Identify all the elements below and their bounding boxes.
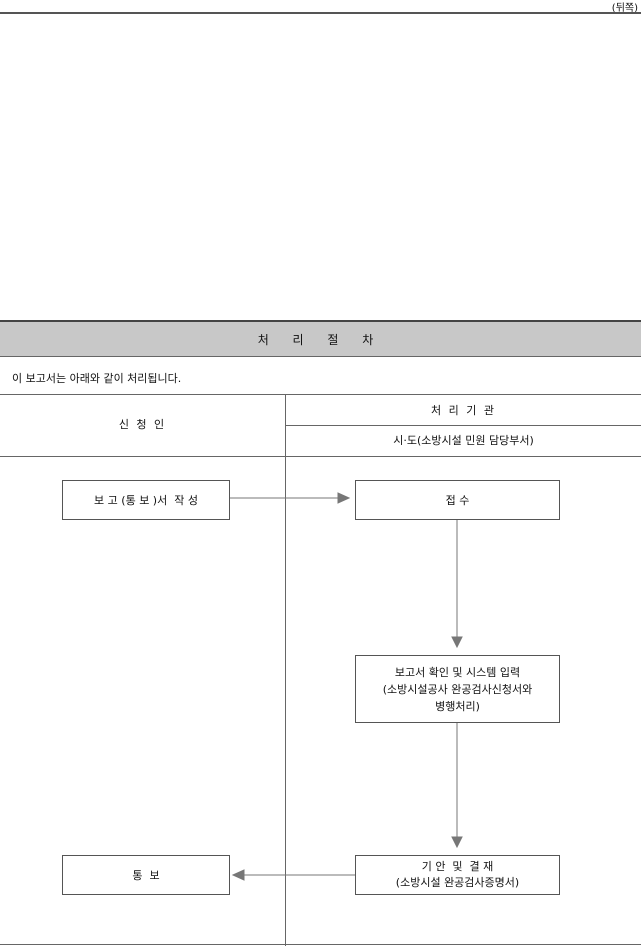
intro-text: 이 보고서는 아래와 같이 처리됩니다. [12,372,182,385]
table-top-line [0,394,641,395]
notify-box: 통 보 [62,855,230,895]
review-line-2: (소방시설공사 완공검사신청서와 [382,682,533,696]
write-report-label: 보 고 (통 보 )서 작 성 [94,493,198,507]
page-side-mark: (뒤쪽) [611,3,638,14]
top-rule [0,12,641,14]
approval-line-1: 기 안 및 결 재 [421,860,494,873]
write-report-box: 보 고 (통 보 )서 작 성 [62,480,230,520]
section-header: 처 리 절 차 [0,322,641,357]
section-title: 처 리 절 차 [257,332,384,347]
column-divider [285,394,286,946]
processor-column-header: 처 리 기 관 [431,404,496,417]
processor-split-line [285,425,641,426]
review-line-3: 병행처리) [435,699,480,713]
applicant-column-header: 신 청 인 [118,418,167,431]
approval-line-2: (소방시설 완공검사증명서) [395,876,520,889]
table-header-bottom-line [0,456,641,457]
processor-subheader: 시·도(소방시설 민원 담당부서) [393,434,534,447]
section-top-rule [0,320,641,322]
arrowhead-right-icon [337,492,351,504]
review-line-1: 보고서 확인 및 시스템 입력 [394,665,521,679]
notify-label: 통 보 [132,868,160,882]
review-box: 보고서 확인 및 시스템 입력 (소방시설공사 완공검사신청서와 병행처리) [355,655,560,723]
arrowhead-left-icon [231,869,245,881]
approval-box: 기 안 및 결 재 (소방시설 완공검사증명서) [355,855,560,895]
table-bottom-line [0,944,641,945]
receipt-label: 접 수 [445,493,470,507]
arrowhead-down-icon [451,836,463,849]
receipt-box: 접 수 [355,480,560,520]
arrowhead-down-icon [451,636,463,649]
